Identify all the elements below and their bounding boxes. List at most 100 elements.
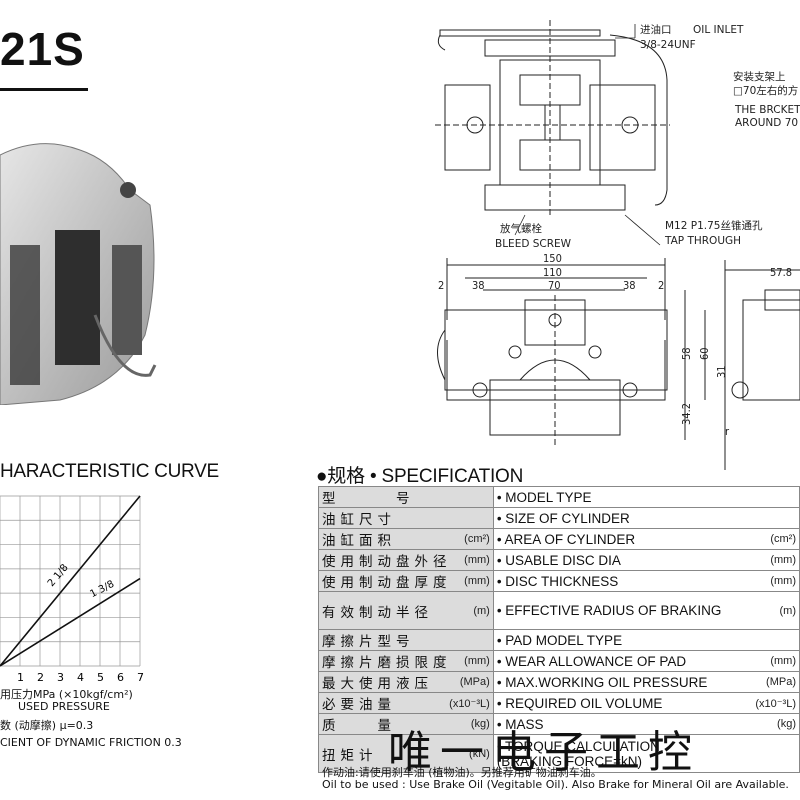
spec-cn-unit: (mm) — [464, 655, 490, 667]
dim-70: 70 — [548, 279, 561, 292]
spec-en-unit: (mm) — [770, 554, 796, 566]
spec-en-label: • MODEL TYPE — [496, 489, 592, 505]
spec-cn-cell: 最大使用液压 (MPa) — [318, 671, 494, 693]
spec-en-label: • MASS — [496, 716, 544, 732]
thread-spec: 3/8-24UNF — [640, 39, 696, 51]
spec-en-label: • PAD MODEL TYPE — [496, 632, 623, 648]
spec-cn-cell: 油缸面积 (cm²) — [318, 528, 494, 550]
spec-cn-label: 最大使用液压 — [322, 676, 433, 691]
spec-en-cell: • AREA OF CYLINDER (cm²) — [492, 528, 800, 550]
spec-en-label: • MAX.WORKING OIL PRESSURE — [496, 674, 708, 690]
spec-cn-label: 扭矩计 — [322, 747, 378, 763]
watermark: 唯一电子工控 — [388, 727, 700, 778]
x-tick-label: 3 — [57, 671, 64, 684]
spec-row: 油缸面积 (cm²) • AREA OF CYLINDER (cm²) — [318, 528, 800, 550]
dim-38-left: 38 — [472, 279, 485, 292]
oil-inlet-en: OIL INLET — [693, 24, 744, 36]
spec-cn-unit: (MPa) — [459, 676, 490, 688]
spec-en-cell: • WEAR ALLOWANCE OF PAD (mm) — [492, 650, 800, 672]
tap-through-en: TAP THROUGH — [664, 235, 741, 247]
spec-en-unit: (cm²) — [770, 533, 796, 545]
dim-58: 58 — [680, 347, 693, 360]
dim-38-right: 38 — [623, 279, 636, 292]
bracket-note-cn-1: 安装支架上 — [733, 70, 786, 83]
x-tick-label: 7 — [137, 671, 144, 684]
spec-en-cell: • TORQUE CALCULATION(BRAKING FORCE=kN) — [492, 734, 800, 773]
spec-row: 扭矩计(kN)• TORQUE CALCULATION(BRAKING FORC… — [318, 734, 800, 773]
spec-cn-label: 质 量 — [322, 718, 396, 733]
title-underline — [0, 88, 88, 91]
spec-en-cell: • MAX.WORKING OIL PRESSURE (MPa) — [492, 671, 800, 693]
spec-en-label: • REQUIRED OIL VOLUME — [496, 695, 663, 711]
x-axis-label-en: USED PRESSURE — [18, 700, 110, 713]
spec-en-unit: (mm) — [770, 655, 796, 667]
spec-row: 使用制动盘外径 (mm)• USABLE DISC DIA(mm) — [318, 549, 800, 571]
spec-en-unit: (MPa) — [766, 676, 796, 688]
series-line — [0, 577, 141, 667]
spec-cn-unit: (m) — [473, 604, 490, 617]
friction-cn: 数 (动摩擦) μ=0.3 — [0, 719, 94, 732]
spec-en-label: • TORQUE CALCULATION — [496, 738, 660, 754]
spec-en-sub: (BRAKING FORCE=kN) — [496, 753, 642, 769]
spec-cn-unit: (kN) — [469, 747, 490, 760]
spec-cn-label: 型 号 — [322, 491, 415, 506]
spec-cn-cell: 型 号 — [318, 486, 494, 508]
model-title: 21S — [0, 23, 85, 75]
dim-60: 60 — [698, 347, 711, 360]
spec-en-cell: • USABLE DISC DIA(mm) — [492, 549, 800, 571]
tap-through-cn: M12 P1.75丝锥通孔 — [665, 219, 763, 232]
spec-row: 必要油量(x10⁻³L)• REQUIRED OIL VOLUME (x10⁻³L… — [318, 692, 800, 714]
bracket-note-en-1: THE BRCKET — [734, 104, 800, 116]
spec-cn-unit: (cm²) — [464, 533, 490, 545]
spec-cn-unit: (mm) — [464, 575, 490, 587]
spec-cn-cell: 质 量 (kg) — [318, 713, 494, 735]
footnote-cn: 作动油:请使用刹车油 (植物油)。另推荐用矿物油刹车油。 — [322, 766, 602, 779]
spec-en-label: • WEAR ALLOWANCE OF PAD — [496, 653, 687, 669]
x-tick-label: 6 — [117, 671, 124, 684]
dim-r: r — [725, 425, 730, 438]
spec-cn-cell: 摩擦片磨损限度 (mm) — [318, 650, 494, 672]
spec-cn-unit: (mm) — [464, 554, 490, 566]
x-tick-label: 4 — [77, 671, 84, 684]
spec-en-cell: • DISC THICKNESS(mm) — [492, 570, 800, 592]
spec-cn-cell: 油缸尺寸 — [318, 507, 494, 529]
spec-en-label: • EFFECTIVE RADIUS OF BRAKING — [496, 603, 722, 618]
dim-31: 31 — [715, 365, 728, 378]
dim-110: 110 — [543, 266, 562, 279]
series-line — [0, 495, 141, 667]
spec-en-cell: • EFFECTIVE RADIUS OF BRAKING (m) — [492, 591, 800, 630]
spec-en-unit: (kg) — [777, 718, 796, 730]
spec-en-unit: (mm) — [770, 575, 796, 587]
spec-cn-unit: (x10⁻³L) — [449, 697, 490, 710]
bracket-note-cn-2: □70左右的方 — [733, 84, 798, 97]
spec-cn-label: 有效制动半径 — [322, 604, 433, 620]
caliper-photo — [0, 143, 157, 405]
spec-cn-label: 油缸面积 — [322, 533, 396, 548]
spec-row: 摩擦片磨损限度 (mm) • WEAR ALLOWANCE OF PAD (mm) — [318, 650, 800, 672]
spec-cn-label: 油缸尺寸 — [322, 512, 396, 527]
spec-en-unit: (x10⁻³L) — [755, 697, 796, 710]
spec-cn-label: 摩擦片磨损限度 — [322, 655, 452, 670]
spec-cn-label: 摩擦片型号 — [322, 634, 415, 649]
spec-en-cell: • REQUIRED OIL VOLUME (x10⁻³L) — [492, 692, 800, 714]
spec-cn-label: 使用制动盘厚度 — [322, 575, 452, 590]
spec-en-cell: • PAD MODEL TYPE — [492, 629, 800, 651]
bracket-note-en-2: AROUND 70 — [735, 117, 798, 129]
spec-en-unit: (m) — [779, 604, 797, 617]
x-tick-label: 2 — [37, 671, 44, 684]
dim-57-8: 57.8 — [770, 266, 792, 279]
spec-cn-label: 使用制动盘外径 — [322, 554, 452, 569]
x-axis-label: 用压力MPa (×10kgf/cm²) — [0, 688, 133, 701]
spec-cn-cell: 必要油量(x10⁻³L) — [318, 692, 494, 714]
spec-row: 最大使用液压 (MPa) • MAX.WORKING OIL PRESSURE (MP… — [318, 671, 800, 693]
spec-cn-unit: (kg) — [470, 718, 490, 730]
x-tick-label: 1 — [17, 671, 24, 684]
spec-en-cell: • SIZE OF CYLINDER — [492, 507, 800, 529]
spec-en-label: • SIZE OF CYLINDER — [496, 510, 630, 526]
spec-row: 有效制动半径 (m) • EFFECTIVE RADIUS OF BRAKING (m… — [318, 591, 800, 630]
spec-en-label: • AREA OF CYLINDER — [496, 531, 636, 547]
spec-row: 摩擦片型号 • PAD MODEL TYPE — [318, 629, 800, 651]
